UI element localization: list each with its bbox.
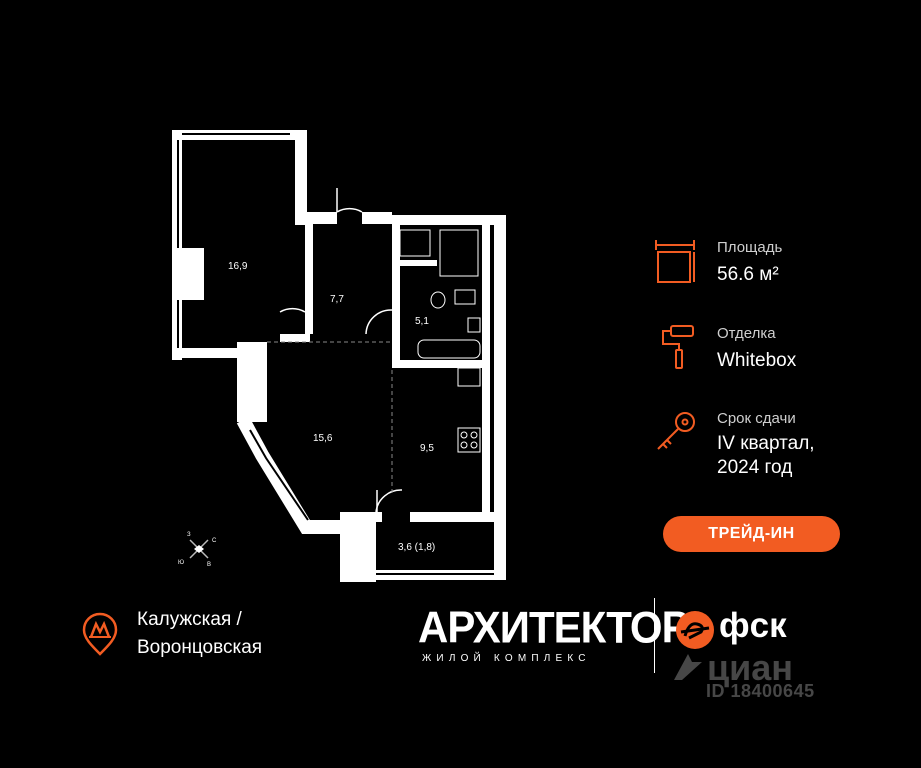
compass-s-label: В [207, 562, 211, 568]
cian-logo-icon [674, 654, 702, 680]
watermark-id: ID 18400645 [706, 681, 815, 701]
metro-icon [82, 612, 118, 656]
compass-w-label: Ю [178, 560, 184, 566]
metro-station-line2: Воронцовская [137, 637, 263, 658]
area-label: Площадь [717, 239, 783, 256]
area-icon [655, 240, 695, 283]
room-area-bathroom: 5,1 [415, 316, 429, 327]
room-area-kitchen: 9,5 [420, 443, 434, 454]
deadline-label: Срок сдачи [717, 410, 796, 427]
room-area-bedroom: 16,9 [228, 261, 248, 272]
area-value: 56.6 м² [717, 264, 779, 285]
room-area-balcony: 3,6 (1,8) [398, 542, 435, 553]
key-icon [657, 412, 695, 450]
floor-plan: 16,9 7,7 5,1 15,6 9,5 3,6 (1,8) [172, 130, 506, 582]
developer-logo-text: фск [719, 606, 787, 645]
finish-label: Отделка [717, 325, 776, 342]
compass-e-label: С [212, 538, 217, 544]
divider [654, 598, 655, 673]
compass-icon: З С В Ю [178, 532, 217, 568]
trade-in-button[interactable]: ТРЕЙД-ИН [663, 516, 840, 552]
brand-subtitle: ЖИЛОЙ КОМПЛЕКС [422, 653, 591, 664]
watermark-name: циан [707, 647, 794, 688]
fsk-logo-icon [676, 611, 714, 649]
paint-roller-icon [662, 325, 694, 369]
room-area-hallway: 7,7 [330, 294, 344, 305]
compass-n-label: З [187, 532, 191, 538]
finish-value: Whitebox [717, 350, 797, 371]
metro-station-line1: Калужская / [137, 609, 242, 630]
room-area-living: 15,6 [313, 433, 333, 444]
brand-logo-text: АРХИТЕКТОР [418, 602, 690, 653]
deadline-value-line1: IV квартал, [717, 433, 815, 454]
deadline-value-line2: 2024 год [717, 457, 793, 478]
